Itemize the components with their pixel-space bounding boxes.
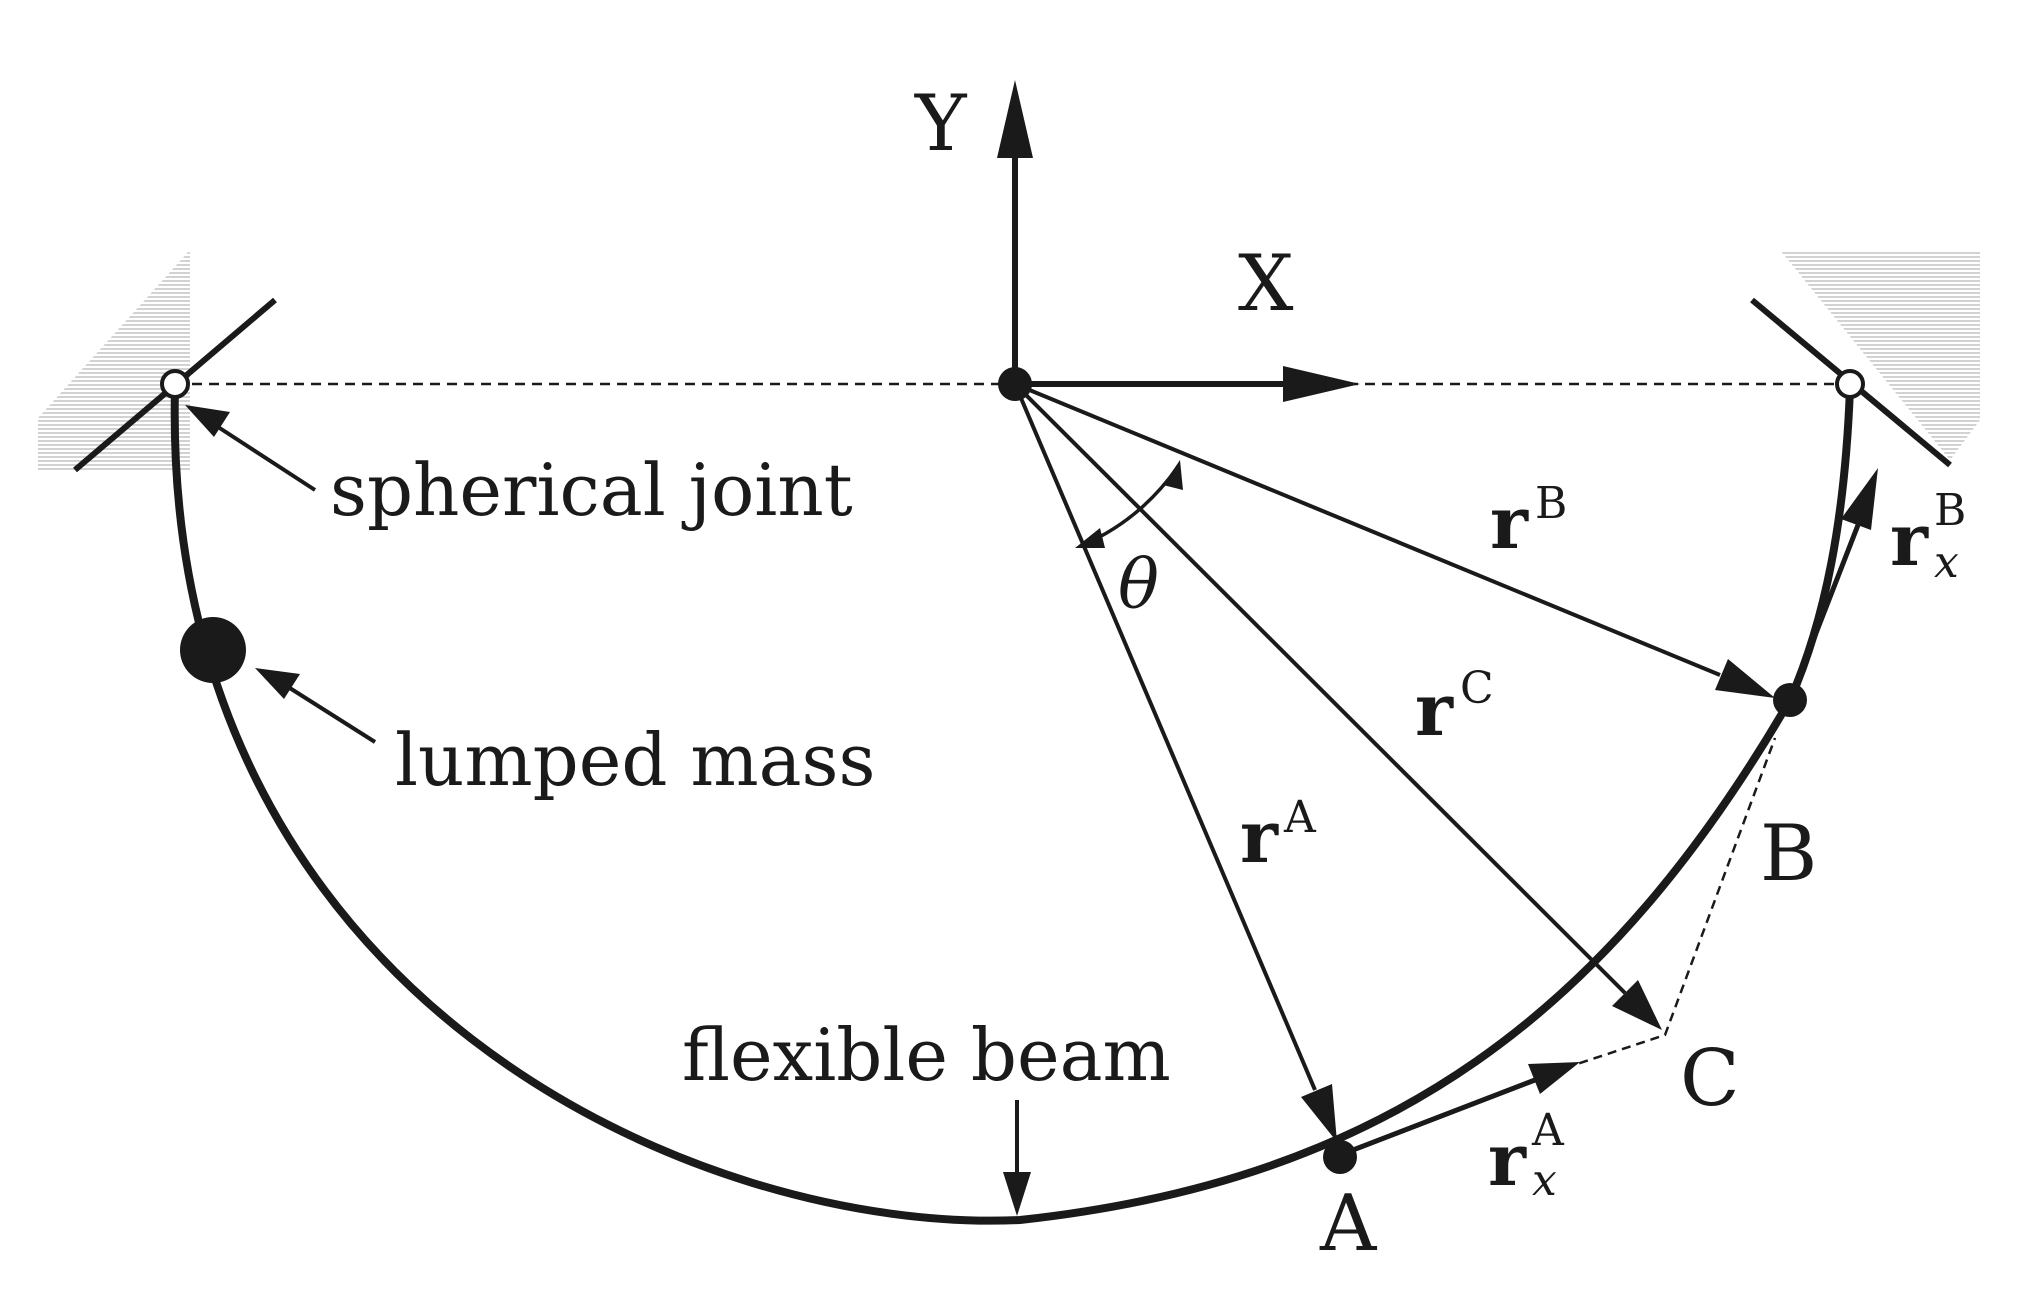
vector-ra-arrowhead [1301,1084,1337,1142]
lumped-mass-point [180,617,246,683]
left-support-hatch [38,250,190,470]
vector-rb-line [1014,382,1721,677]
x-axis-label: X [1238,239,1294,329]
theta-label: θ [1118,546,1159,625]
vector-rc-superscript: C [1460,663,1494,714]
vector-rc-line [1013,382,1627,995]
vector-rc-arrowhead [1612,980,1662,1030]
point-b-label: B [1760,809,1817,899]
flexible-beam-pointer-head [1003,1172,1031,1216]
tangent-rxa-line [1339,1077,1536,1158]
vector-ra-line [1013,383,1317,1091]
spherical-joint-label: spherical joint [330,448,853,532]
point-a-label: A [1319,1179,1378,1269]
tangent-rxb-subscript: x [1934,537,1959,588]
spherical-joint-pointer [213,423,317,492]
right-support-hatch [1780,250,1980,460]
y-axis-label: Y [914,79,968,169]
vector-ra-symbol: r [1240,794,1279,879]
tangent-rxa-superscript: A [1531,1105,1565,1156]
tangent-rxb-line [1787,524,1861,701]
point-a-marker [1323,1140,1357,1174]
vector-ra-superscript: A [1283,792,1317,843]
point-c-label: C [1680,1034,1740,1124]
theta-arc-arrowhead-end [1163,460,1183,490]
tangent-rxb-arrowhead [1841,468,1878,530]
left-spherical-joint [160,369,190,399]
tangent-rxa-arrowhead [1528,1062,1580,1094]
lumped-mass-pointer-head [255,668,300,699]
tangent-rxa-symbol: r [1488,1117,1527,1202]
construction-dashed-lines [1564,737,1777,1070]
tangent-rxb-symbol: r [1890,497,1929,582]
vector-rb-superscript: B [1535,478,1567,529]
tangent-rxa-subscript: x [1532,1155,1557,1206]
flexible-beam-label: flexible beam [682,1013,1171,1097]
vector-rb-arrowhead [1715,659,1775,698]
tangent-rxb-superscript: B [1934,485,1966,536]
vector-rb-symbol: r [1490,480,1529,565]
lumped-mass-label: lumped mass [395,718,875,802]
y-axis-arrowhead [997,80,1033,158]
vector-rc-symbol: r [1415,667,1454,752]
right-spherical-joint [1835,369,1865,399]
theta-arc-arrowhead-start [1075,528,1105,548]
spherical-joint-pointer-head [185,405,230,437]
point-b-marker [1773,683,1807,717]
lumped-mass-pointer [283,683,377,744]
origin-point [998,367,1032,401]
x-axis-arrowhead [1283,366,1360,402]
